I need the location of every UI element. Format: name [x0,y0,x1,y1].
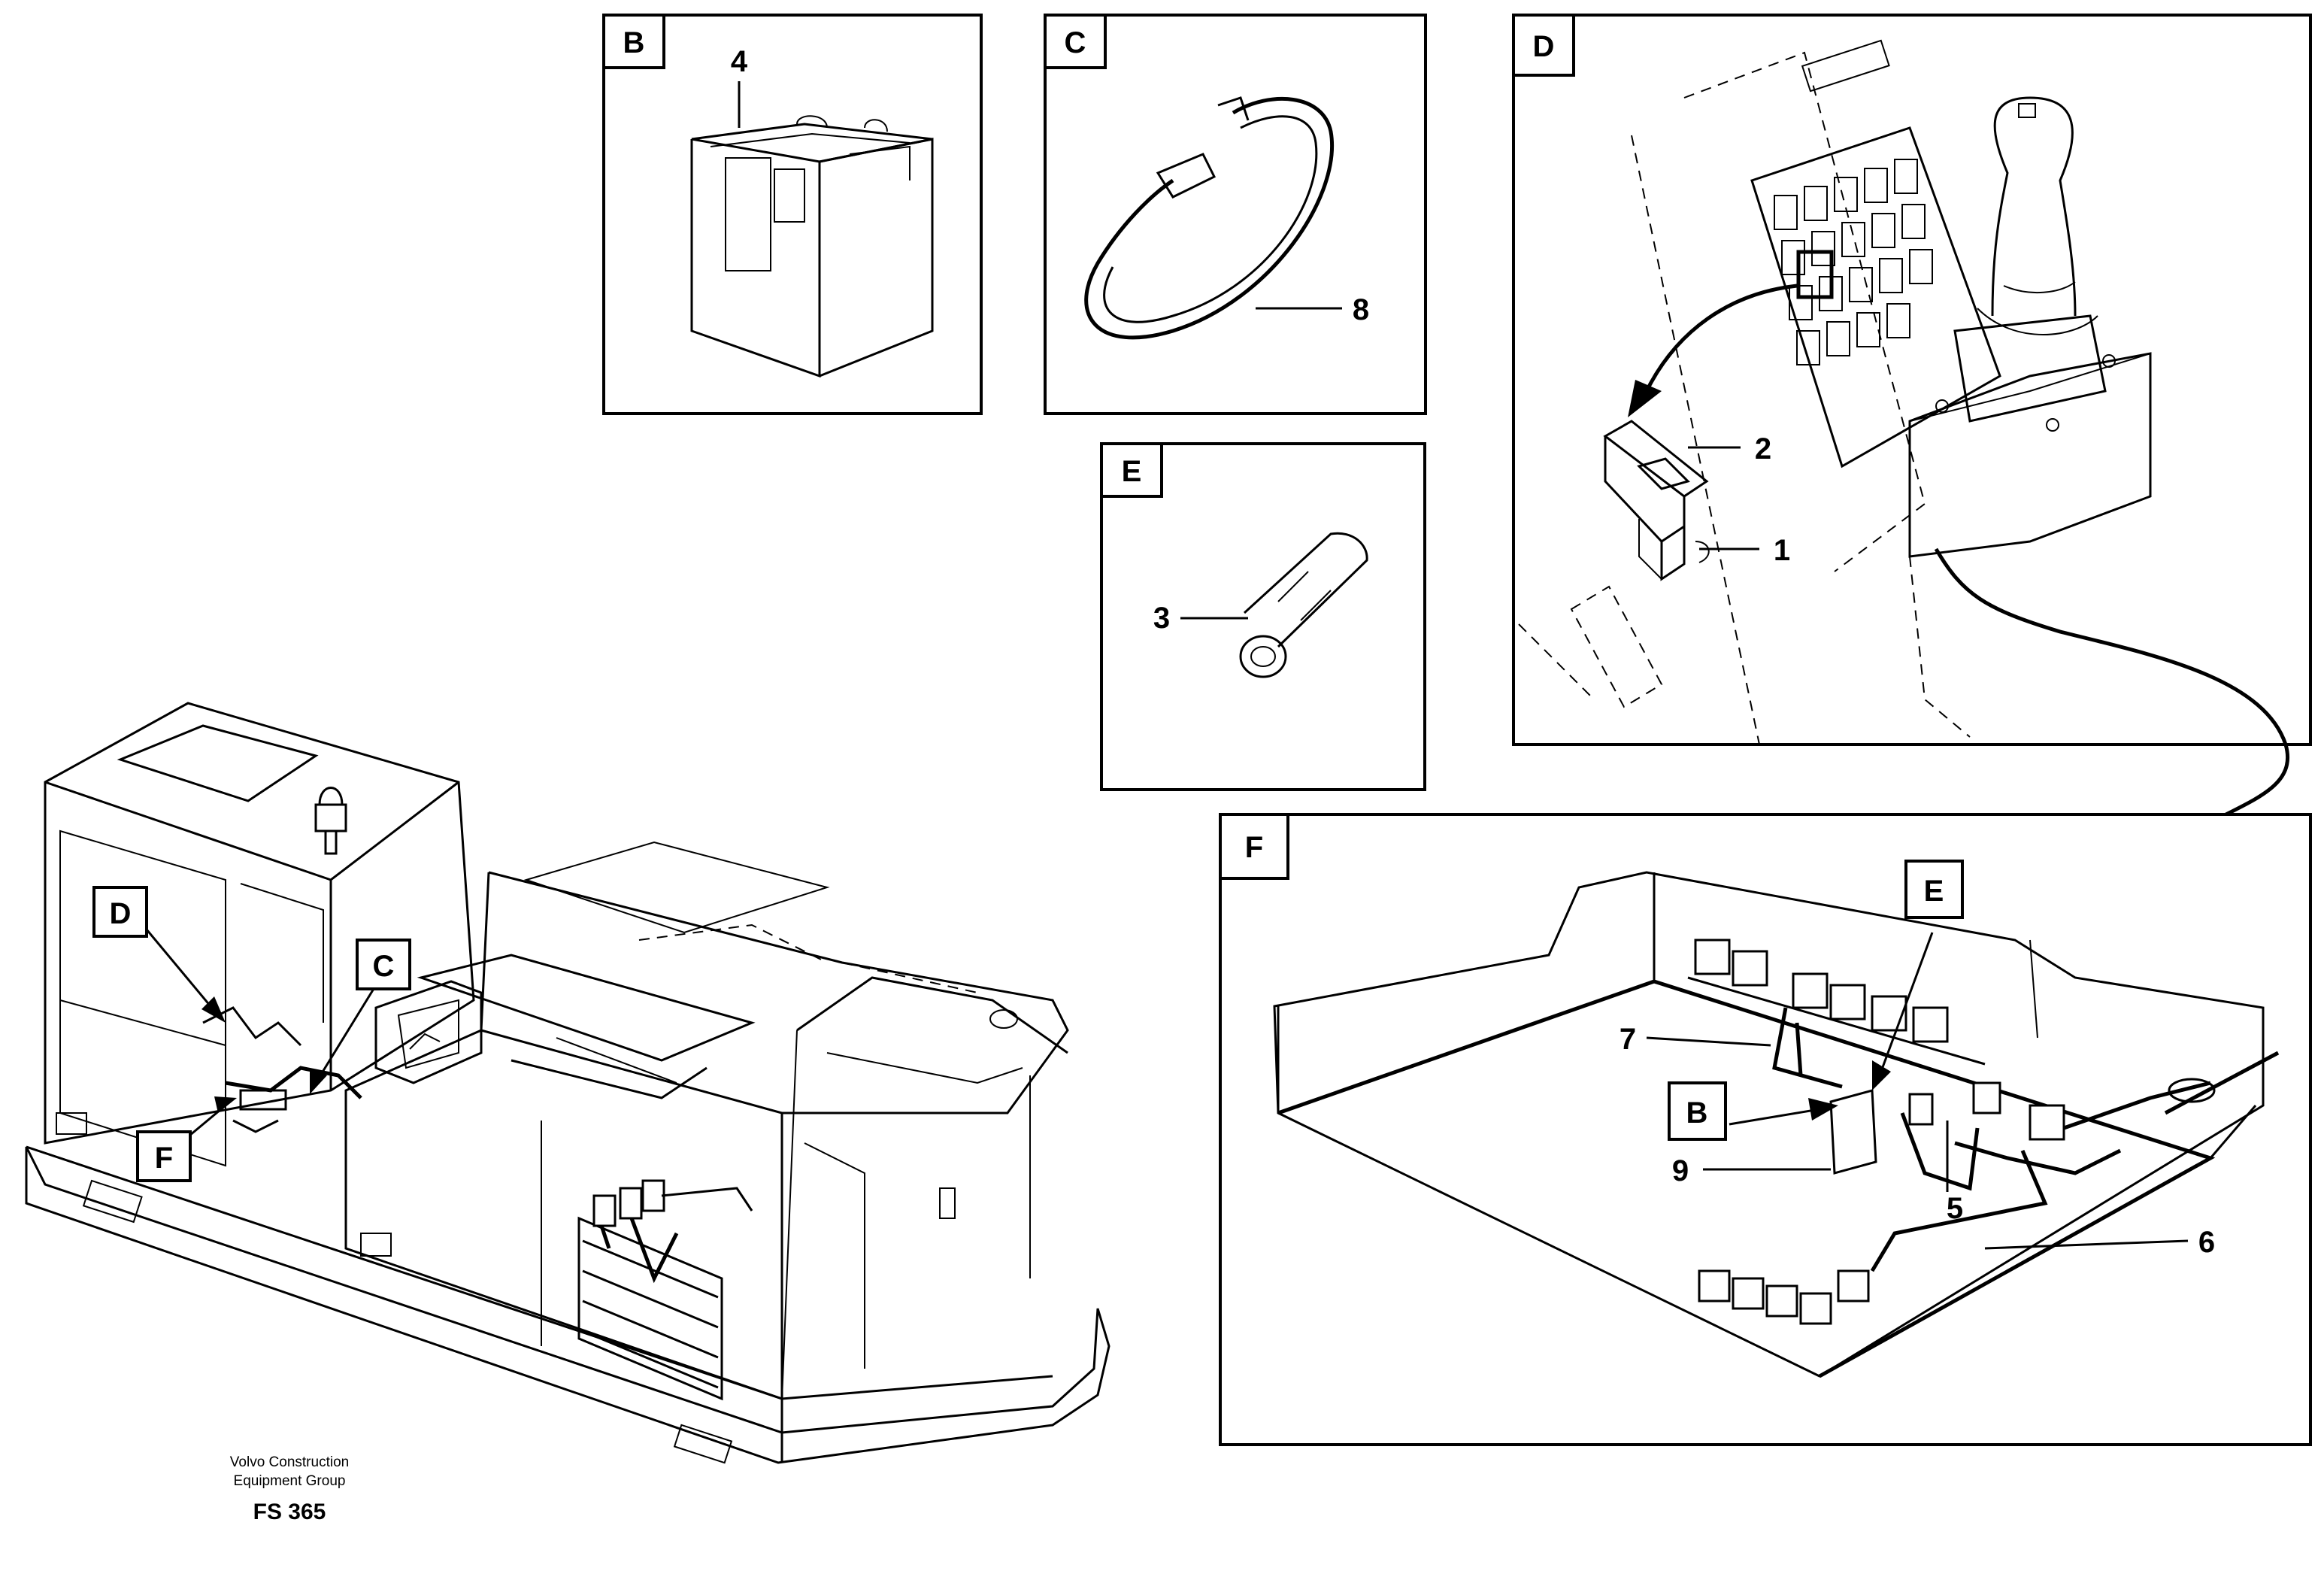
panel-d-tag: D [1533,30,1555,63]
relay-row-upper [1687,939,1986,1066]
panel-e-tag: E [1122,455,1142,488]
panel-f-ref-b-label: B [1686,1096,1708,1130]
switch-grid [1774,159,1933,365]
callout-5: 5 [1947,1192,1963,1225]
excavator-icon [25,702,1110,1464]
panel-e-frame [1100,442,1426,791]
panel-b: B 4 [602,14,983,415]
panel-c-tag: C [1065,26,1086,59]
panel-c-frame [1044,14,1427,415]
overview-ref-c [356,939,411,990]
callout-8: 8 [1353,293,1369,326]
panel-f-tag: F [1245,831,1263,864]
rocker-switch-icon [1603,420,1710,581]
panel-c: C 8 [1044,14,1427,415]
panel-f-ref-e [1904,860,1964,919]
overview-ref-f [136,1130,192,1182]
panel-d-frame [1512,14,2312,746]
panel-f-ref-b [1668,1081,1727,1141]
callout-9: 9 [1672,1154,1689,1187]
overview-ref-d-label: D [110,897,132,930]
splice-connector-icon [1239,532,1368,678]
publisher-line-1: Volvo Construction [230,1454,349,1470]
panel-e: E 3 [1100,442,1426,791]
overview-ref-d [92,886,148,938]
callout-2: 2 [1755,432,1771,466]
callout-3: 3 [1153,602,1170,635]
publisher-line-2: Equipment Group [234,1473,346,1489]
relay-b-position [1829,1089,1877,1175]
cable-tie-icon [1084,96,1334,340]
panel-f-ref-e-label: E [1924,875,1944,908]
overview-ref-c-label: C [373,950,395,983]
callout-6: 6 [2198,1226,2215,1259]
panel-f: F [1219,813,2312,1446]
figure-code: FS 365 [253,1500,326,1524]
callout-4: 4 [731,45,748,78]
overview-ref-f-label: F [155,1142,173,1175]
panel-c-tag-box [1044,14,1107,69]
callout-7: 7 [1620,1023,1636,1056]
panel-d-tag-box [1512,14,1575,77]
joystick-icon [1908,96,2152,738]
panel-f-tag-box [1219,813,1289,880]
relay-icon [690,115,934,378]
panel-b-tag-box [602,14,665,69]
panel-e-tag-box [1100,442,1163,498]
beacon-icon [314,787,347,855]
relay-row-lower [1698,1269,1870,1325]
panel-d: D [1512,14,2312,746]
panel-b-tag: B [623,26,645,59]
panel-f-frame [1219,813,2312,1446]
panel-b-frame [602,14,983,415]
callout-1: 1 [1774,534,1790,567]
